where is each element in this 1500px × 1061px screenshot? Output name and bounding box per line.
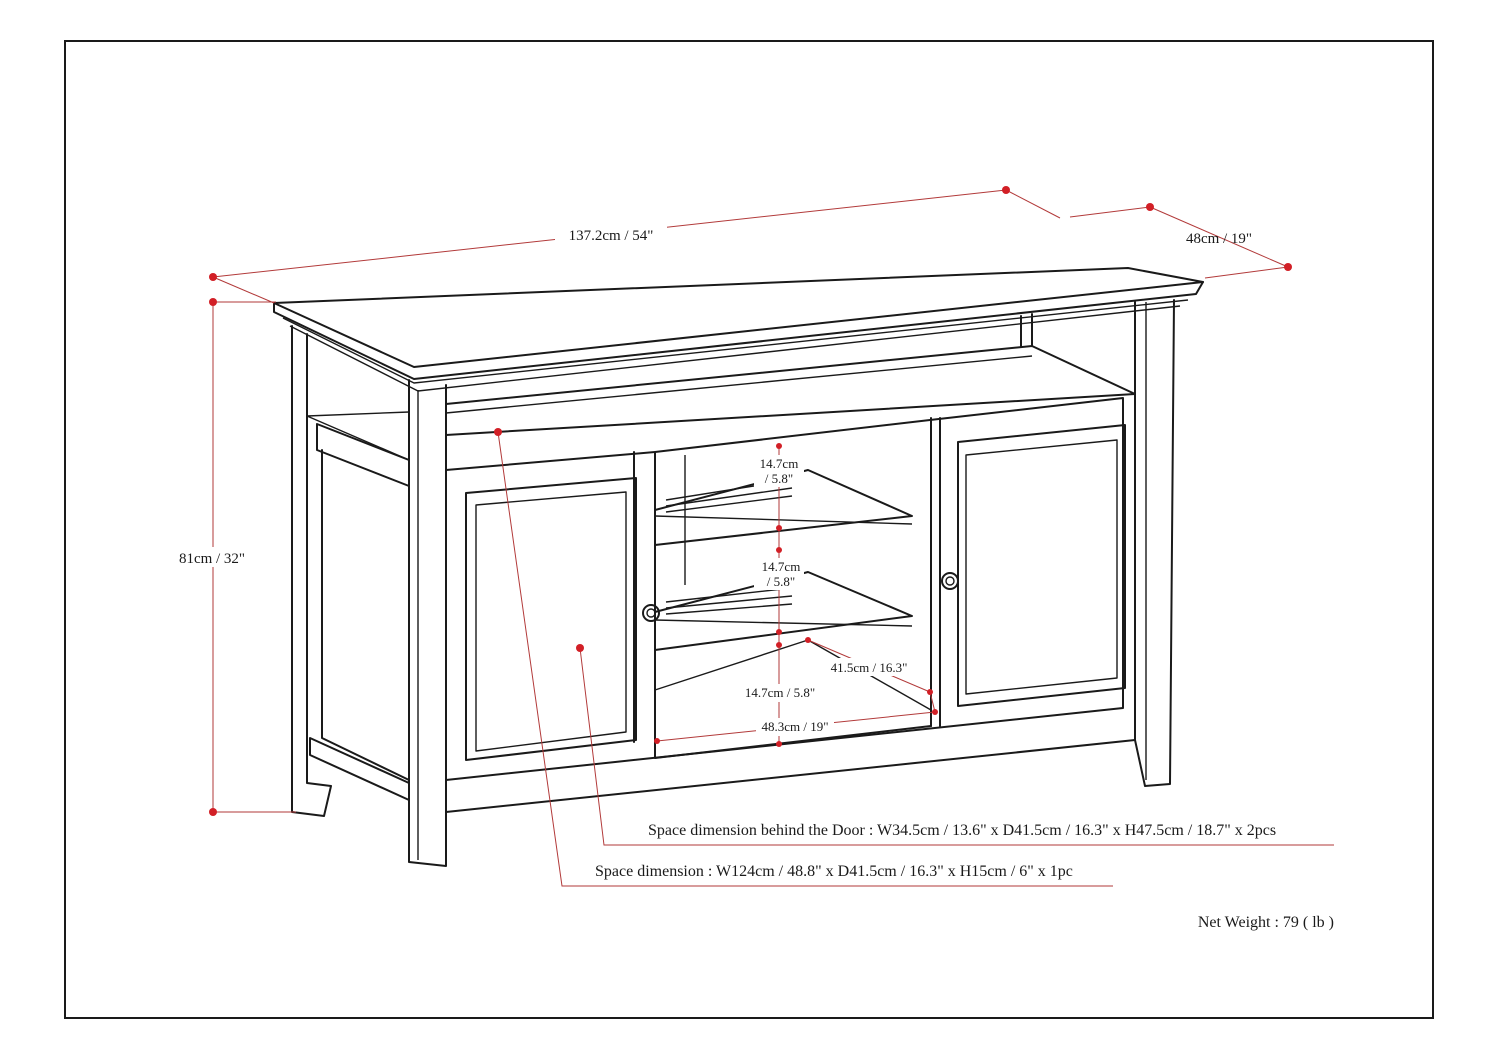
interior-width-label: 48.3cm / 19" xyxy=(761,719,828,734)
diagram-border xyxy=(64,40,1434,1019)
dimension-lines xyxy=(212,189,1334,887)
cabinet-drawing xyxy=(273,267,1204,867)
shelf-gap-2-in-label: / 5.8" xyxy=(767,574,795,589)
dimension-markers xyxy=(209,186,1292,816)
shelf-gap-2-cm-label: 14.7cm xyxy=(762,559,801,574)
shelf-gap-1-cm-label: 14.7cm xyxy=(760,456,799,471)
open-space-note: Space dimension : W124cm / 48.8" x D41.5… xyxy=(595,863,1073,880)
dimension-labels: 137.2cm / 54" 48cm / 19" 81cm / 32" 14.7… xyxy=(168,224,1334,931)
net-weight-label: Net Weight : 79 ( lb ) xyxy=(1198,914,1334,931)
shelf-gap-1-in-label: / 5.8" xyxy=(765,471,793,486)
width-label: 137.2cm / 54" xyxy=(569,228,654,244)
depth-label: 48cm / 19" xyxy=(1186,231,1252,247)
door-space-note: Space dimension behind the Door : W34.5c… xyxy=(648,822,1276,839)
height-label: 81cm / 32" xyxy=(179,551,245,567)
shelf-gap-3-label: 14.7cm / 5.8" xyxy=(745,685,815,700)
interior-depth-label: 41.5cm / 16.3" xyxy=(831,660,908,675)
